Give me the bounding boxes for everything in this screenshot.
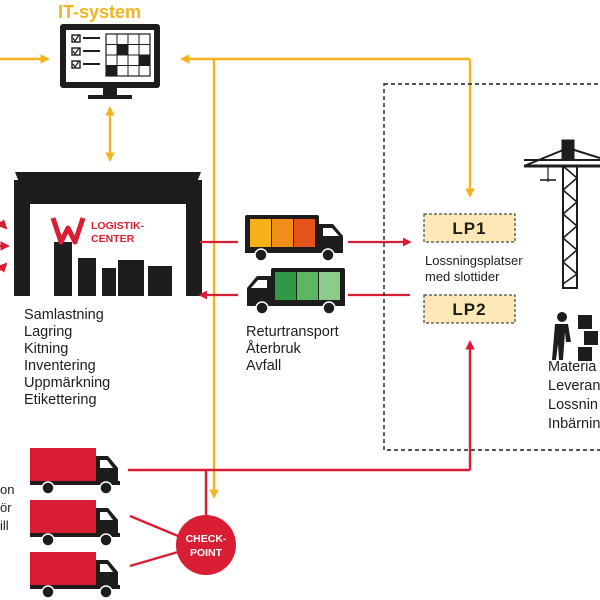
return-label: Returtransport [246, 324, 339, 340]
function-item: Lagring [24, 324, 72, 340]
checkpoint-route [128, 340, 475, 568]
construction-site-boundary [383, 83, 600, 451]
incoming-arrows [0, 219, 10, 273]
logo-line-1: LOGISTIK- [91, 220, 145, 232]
site-label: Leveran [548, 378, 600, 394]
site-label: Inbärnin [548, 416, 600, 432]
checkpoint-line-1: CHECK- [186, 533, 227, 545]
lp1-badge: LP1 [423, 213, 516, 243]
it-connections [0, 54, 475, 499]
it-system-title: IT-system [58, 2, 141, 22]
function-item: Samlastning [24, 307, 104, 323]
checkpoint-badge: CHECK- POINT [176, 515, 236, 575]
supplier-truck-icon [30, 448, 120, 495]
unloading-description: Lossningsplatser med slottider [425, 253, 523, 284]
crane-icon [523, 139, 600, 289]
delivery-truck-icon [245, 215, 343, 262]
site-label: Lossnin [548, 397, 598, 413]
supplier-fragment: ör [0, 500, 12, 515]
computer-monitor-icon [60, 24, 160, 99]
logo-line-2: CENTER [91, 233, 135, 245]
unloading-line: Lossningsplatser [425, 253, 523, 268]
unloading-line: med slottider [425, 269, 500, 284]
site-label: Materia [548, 359, 597, 375]
supplier-text: on ör ill [0, 482, 14, 533]
warehouse-building-icon [14, 172, 202, 296]
function-item: Uppmärkning [24, 375, 110, 391]
supplier-truck-icon [30, 552, 120, 599]
site-labels: Materia Leveran Lossnin Inbärnin [548, 359, 600, 432]
worker-icon [552, 312, 598, 361]
lp2-badge: LP2 [423, 294, 516, 324]
warehouse-functions: Samlastning Lagring Kitning Inventering … [24, 307, 110, 408]
lp2-label: LP2 [452, 300, 486, 319]
return-transport-labels: Returtransport Återbruk Avfall [246, 324, 339, 374]
supplier-fragment: on [0, 482, 14, 497]
return-truck-icon [247, 268, 345, 315]
return-label: Avfall [246, 358, 281, 374]
lp1-label: LP1 [452, 219, 486, 238]
checkpoint-line-2: POINT [190, 547, 223, 559]
function-item: Kitning [24, 341, 68, 357]
supplier-truck-icon [30, 500, 120, 547]
logo-mark-icon [50, 217, 86, 245]
return-label: Återbruk [246, 340, 302, 357]
function-item: Inventering [24, 358, 96, 374]
function-item: Etikettering [24, 392, 97, 408]
supplier-fragment: ill [0, 518, 9, 533]
